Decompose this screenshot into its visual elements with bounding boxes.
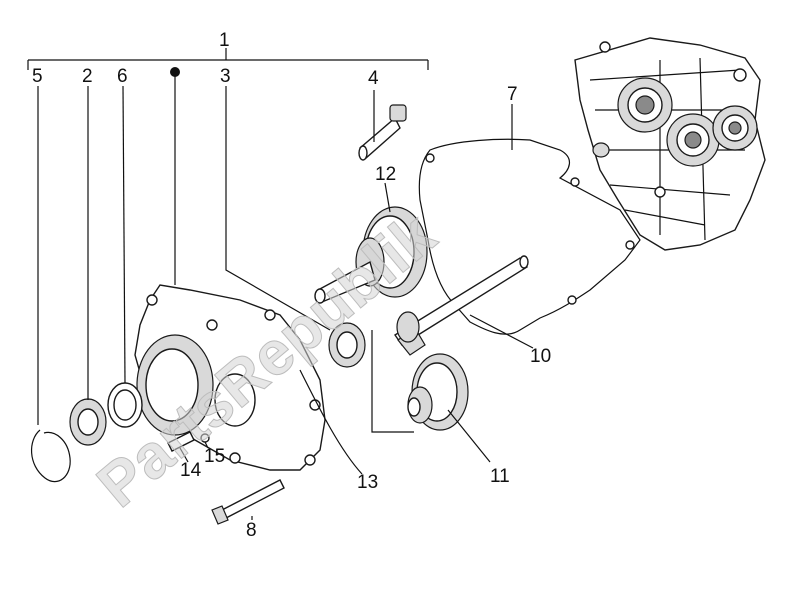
callout-6: 6 xyxy=(117,66,128,87)
callout-2: 2 xyxy=(82,66,93,87)
callout-8: 8 xyxy=(246,520,257,541)
callout-11: 11 xyxy=(490,466,510,487)
callout-13: 13 xyxy=(357,472,378,493)
bullet-marker xyxy=(170,67,180,77)
bearing xyxy=(328,322,366,368)
callout-1: 1 xyxy=(219,30,230,51)
flange-bolt xyxy=(211,479,285,525)
callout-4: 4 xyxy=(368,68,379,89)
circlip xyxy=(31,429,71,483)
callout-14: 14 xyxy=(180,460,202,481)
group-bracket xyxy=(27,48,429,70)
screw-with-washer xyxy=(167,431,210,452)
callout-7: 7 xyxy=(507,84,518,105)
callout-5: 5 xyxy=(32,66,43,87)
callout-3: 3 xyxy=(220,66,231,87)
breather-fitting xyxy=(358,104,407,161)
callout-10: 10 xyxy=(530,346,551,367)
callout-12: 12 xyxy=(375,164,396,185)
seal-ring xyxy=(107,382,143,428)
leader-lines xyxy=(37,76,534,520)
callout-15: 15 xyxy=(204,446,225,467)
ball-bearing xyxy=(69,398,107,446)
transmission-housing xyxy=(574,37,766,251)
transmission-cover xyxy=(134,284,326,471)
gear-shaft-assembly xyxy=(314,206,428,304)
intermediate-gear xyxy=(407,353,469,431)
gasket xyxy=(418,138,641,335)
